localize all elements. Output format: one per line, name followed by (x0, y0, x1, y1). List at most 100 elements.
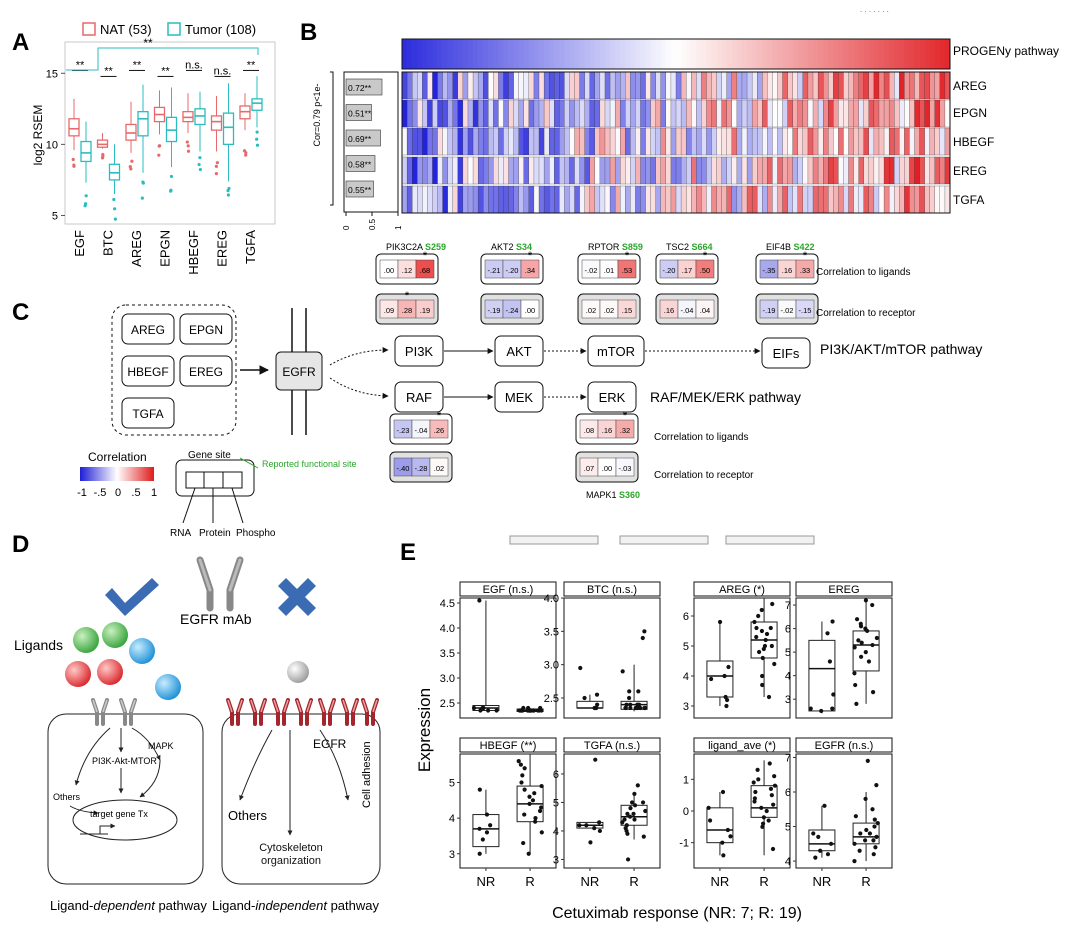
heat-cell (599, 99, 606, 128)
right-node-cyto: Cytoskeleton organization (259, 842, 323, 867)
heat-cell (716, 185, 723, 214)
y-tick-label: 7 (785, 752, 791, 764)
progeny-cell (412, 39, 418, 69)
egfr-to-pi3k-arc (329, 347, 389, 366)
progeny-cell (513, 39, 520, 69)
heat-cell (483, 127, 489, 156)
data-point (577, 823, 582, 828)
heat-cell (513, 99, 520, 128)
progeny-cell (620, 39, 626, 69)
data-point (759, 805, 764, 810)
heat-cell (873, 99, 880, 128)
site-gene-name: EIF4B (766, 242, 794, 252)
outlier (129, 167, 133, 171)
progeny-cell (848, 39, 854, 69)
heat-cell (822, 156, 829, 185)
data-point (629, 800, 635, 805)
heat-cell (432, 99, 438, 128)
heat-cell (574, 185, 581, 214)
data-point (539, 830, 544, 835)
data-point (641, 834, 646, 839)
heat-cell (670, 185, 677, 214)
site-cell (520, 259, 540, 279)
heat-cell (843, 156, 849, 185)
legend-tick: -.5 (94, 487, 107, 499)
heat-cell (736, 185, 743, 214)
progeny-cell (670, 39, 677, 69)
site-star: * (437, 410, 442, 422)
heat-cell (924, 99, 931, 128)
heat-cell (442, 185, 449, 214)
data-point (873, 845, 878, 850)
data-point (640, 800, 646, 805)
heat-cell (609, 127, 616, 156)
heat-cell (944, 185, 951, 214)
heat-cell (635, 71, 641, 100)
progeny-cell (584, 39, 591, 69)
heat-cell (828, 71, 834, 100)
heat-cell (706, 71, 712, 100)
heat-cell (432, 185, 438, 214)
site-value: .15 (622, 306, 632, 315)
heat-cell (939, 185, 946, 214)
heat-cell (675, 185, 682, 214)
site-star: * (623, 410, 628, 422)
y-tick-label: 3 (785, 694, 791, 706)
outlier (113, 217, 117, 221)
heat-cell (630, 185, 636, 214)
data-point (768, 625, 773, 631)
data-point (642, 629, 647, 634)
data-point (471, 705, 477, 711)
caption-right: Ligand-independent pathway (212, 898, 379, 913)
receptor-icon (272, 698, 290, 726)
pathway-node (494, 335, 544, 367)
receptor-highlight (362, 699, 378, 713)
gene-label: TGFA (243, 230, 258, 264)
pathway-node (394, 335, 444, 367)
site-star: * (405, 290, 410, 302)
ligand-ball-red-1 (65, 661, 91, 687)
heat-cell (833, 185, 839, 214)
heat-cell (604, 99, 611, 128)
progeny-cell (508, 39, 514, 69)
data-point (755, 767, 760, 772)
heat-cell (422, 156, 428, 185)
heat-cell (533, 99, 540, 128)
panel-b: . . . . . . . PROGENy pathwayAREGEPGNHBE… (312, 5, 1059, 230)
data-point (520, 773, 525, 778)
heat-cell (538, 127, 545, 156)
cor-bar (345, 78, 383, 96)
heat-cell (883, 99, 890, 128)
data-point (539, 805, 544, 810)
overall-sig: ** (143, 36, 153, 50)
heat-cell (696, 71, 702, 100)
heat-cell (523, 71, 530, 100)
heat-cell (894, 71, 900, 100)
data-point (813, 855, 818, 860)
left-arrow-others-tx (69, 805, 99, 816)
caption-right-a: Ligand- (212, 898, 255, 913)
site-gene: RPTOR S859 (588, 242, 643, 252)
progeny-cell (574, 39, 580, 69)
heat-cell (757, 185, 763, 214)
heat-cell (822, 71, 829, 100)
heat-cell (782, 99, 789, 128)
site-value: -.40 (397, 464, 410, 473)
heat-cell (457, 99, 464, 128)
heat-cell (701, 156, 707, 185)
heat-cell (772, 71, 778, 100)
data-point (756, 613, 761, 619)
outlier (71, 157, 75, 162)
outlier (157, 153, 161, 157)
heat-cell (731, 71, 738, 100)
box (80, 140, 92, 163)
corr-legend-title: Correlation (88, 450, 147, 464)
data-point (643, 808, 648, 814)
heat-cell (528, 156, 535, 185)
site-gene-name: AKT2 (491, 242, 516, 252)
data-point (863, 796, 868, 802)
